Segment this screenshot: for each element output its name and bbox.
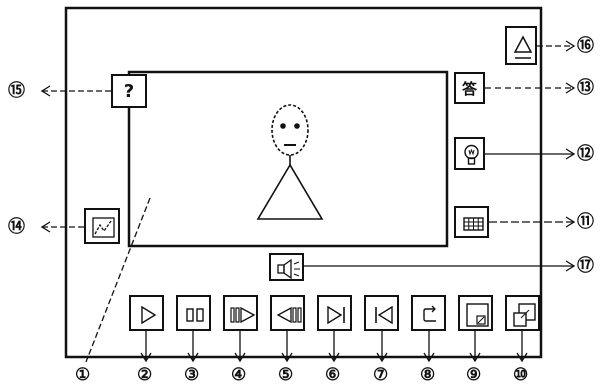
callout-3: ③ bbox=[184, 365, 199, 385]
skip-previous-button[interactable] bbox=[364, 295, 399, 331]
figure-eye-right bbox=[295, 124, 299, 128]
window-shrink-button[interactable] bbox=[458, 295, 493, 331]
callout-8: ⑧ bbox=[420, 365, 435, 385]
callout-14: ⑭ bbox=[8, 217, 25, 237]
callout-17: ⑰ bbox=[577, 256, 594, 276]
pause-icon bbox=[178, 297, 213, 333]
eject-icon bbox=[507, 28, 539, 67]
figure-head bbox=[272, 105, 308, 155]
callout-12: ⑫ bbox=[577, 144, 594, 164]
graph-button[interactable] bbox=[84, 208, 120, 244]
speaker-icon bbox=[271, 255, 306, 283]
grid-icon bbox=[456, 208, 491, 240]
display-screen bbox=[129, 72, 447, 246]
skip-next-button[interactable] bbox=[317, 295, 352, 331]
callout-13: ⑬ bbox=[577, 78, 594, 98]
fast-forward-icon bbox=[225, 297, 260, 333]
help-button-label: ? bbox=[113, 76, 145, 106]
callout-4: ④ bbox=[231, 365, 246, 385]
answer-button[interactable]: 答 bbox=[454, 72, 485, 104]
figure-person bbox=[258, 105, 322, 219]
figure-body bbox=[258, 165, 322, 219]
callout-15: ⑮ bbox=[8, 81, 25, 101]
play-icon bbox=[131, 297, 166, 333]
callout-6: ⑥ bbox=[325, 365, 340, 385]
figure-eye-left bbox=[281, 124, 285, 128]
callout-9: ⑨ bbox=[466, 365, 481, 385]
grid-button[interactable] bbox=[454, 206, 489, 238]
speaker-button[interactable] bbox=[269, 253, 304, 281]
repeat-button[interactable] bbox=[411, 295, 446, 331]
callout-16: ⑯ bbox=[577, 36, 594, 56]
fast-forward-button[interactable] bbox=[223, 295, 258, 331]
answer-button-label: 答 bbox=[456, 74, 483, 102]
window-expand-icon bbox=[507, 297, 542, 333]
eject-button[interactable] bbox=[505, 26, 537, 65]
help-button[interactable]: ? bbox=[111, 74, 147, 108]
callout-11: ⑪ bbox=[577, 212, 594, 232]
callout-2: ② bbox=[137, 365, 152, 385]
window-shrink-icon bbox=[460, 297, 495, 333]
callout-7: ⑦ bbox=[373, 365, 388, 385]
callout-1: ① bbox=[75, 365, 90, 385]
graph-icon bbox=[86, 210, 122, 246]
play-button[interactable] bbox=[129, 295, 164, 331]
repeat-icon bbox=[413, 297, 448, 333]
hint-bulb-icon bbox=[456, 139, 487, 172]
rewind-button[interactable] bbox=[270, 295, 305, 331]
callout-5: ⑤ bbox=[278, 365, 293, 385]
pause-button[interactable] bbox=[176, 295, 211, 331]
skip-next-icon bbox=[319, 297, 354, 333]
hint-button[interactable] bbox=[454, 137, 485, 170]
window-expand-button[interactable] bbox=[505, 295, 540, 331]
callout-10: ⑩ bbox=[513, 365, 528, 385]
skip-previous-icon bbox=[366, 297, 401, 333]
rewind-icon bbox=[272, 297, 307, 333]
